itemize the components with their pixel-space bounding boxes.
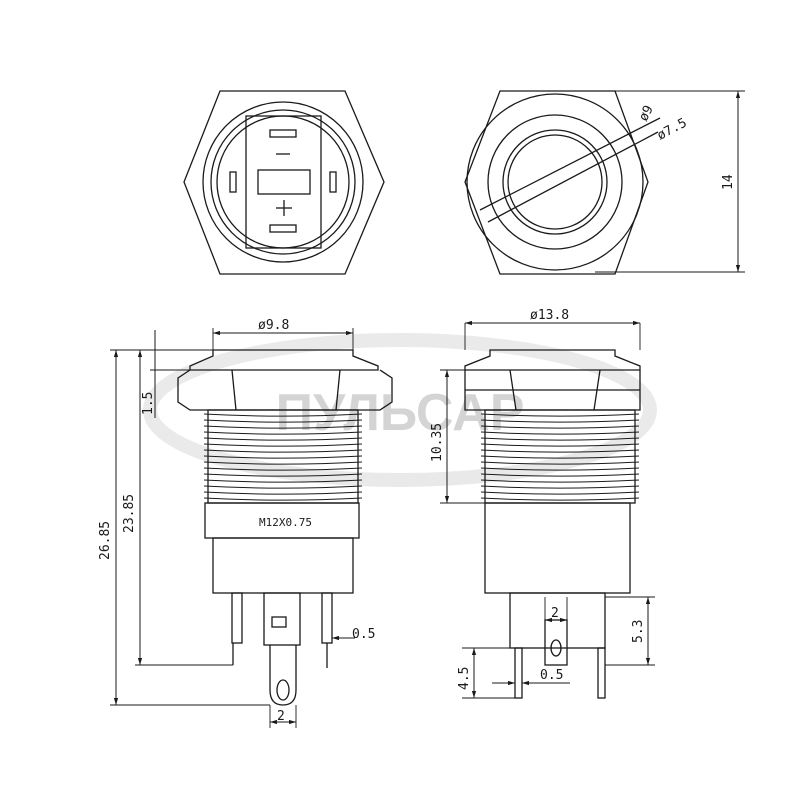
- dim-ring-inner: ø7.5: [655, 116, 690, 144]
- dim-pin-width-left: 2: [277, 709, 285, 724]
- left-terminal-left: [231, 592, 243, 644]
- rear-pin-bottom: [269, 224, 297, 233]
- thread-pitch-mark: [480, 485, 640, 489]
- front-cap-ring: [487, 114, 623, 250]
- thread-pitch-mark: [203, 419, 363, 423]
- dim-pin-width-right: 2: [551, 606, 559, 621]
- thread-pitch-mark: [203, 443, 363, 447]
- left-housing: [212, 537, 354, 594]
- rear-pin-top: [269, 129, 297, 138]
- dim-pin-thickness: 0.5: [352, 627, 375, 642]
- thread-pitch-mark: [480, 497, 640, 501]
- thread-pitch-mark: [480, 473, 640, 477]
- thread-pitch-mark: [480, 461, 640, 465]
- rear-body-ring: [216, 115, 350, 249]
- front-view: [464, 90, 745, 275]
- dim-cap-dia-right: ø13.8: [530, 308, 569, 323]
- right-thread-pitch-marks: [480, 413, 640, 501]
- front-hex-nut: [464, 90, 649, 275]
- thread-pitch-mark: [203, 425, 363, 429]
- left-thread-pitch-marks: [203, 413, 363, 501]
- front-button-ring: [502, 129, 608, 235]
- thread-pitch-mark: [480, 443, 640, 447]
- thread-pitch-mark: [480, 437, 640, 441]
- thread-pitch-mark: [480, 491, 640, 495]
- thread-pitch-mark: [203, 467, 363, 471]
- thread-pitch-mark: [480, 419, 640, 423]
- rear-view: [183, 90, 385, 275]
- thread-pitch-mark: [203, 491, 363, 495]
- thread-pitch-mark: [480, 431, 640, 435]
- dim-pin-length: 5.3: [631, 620, 646, 643]
- thread-pitch-mark: [203, 431, 363, 435]
- thread-pitch-mark: [203, 437, 363, 441]
- dim-thread-length: 10.35: [430, 423, 445, 462]
- thread-pitch-mark: [480, 455, 640, 459]
- dim-face-height: 14: [721, 174, 736, 190]
- left-terminal-right: [321, 592, 333, 644]
- dim-total-height: 26.85: [98, 521, 113, 560]
- thread-pitch-mark: [203, 497, 363, 501]
- side-view-left: [110, 328, 393, 728]
- thread-pitch-mark: [203, 455, 363, 459]
- thread-pitch-mark: [203, 473, 363, 477]
- rear-outer-ring: [202, 101, 364, 263]
- thread-pitch-mark: [480, 425, 640, 429]
- dim-pin-offset: 4.5: [457, 667, 472, 690]
- dim-nut-height: 1.5: [141, 392, 156, 415]
- dim-ring-outer: ø9: [636, 103, 657, 124]
- right-housing: [484, 502, 631, 594]
- rear-terminal-block: [245, 115, 322, 249]
- thread-pitch-mark: [480, 449, 640, 453]
- dim-pin-thickness-right: 0.5: [540, 668, 563, 683]
- rear-pin-right: [329, 171, 337, 193]
- thread-label: M12X0.75: [259, 516, 312, 529]
- rear-hex-nut: [183, 90, 385, 275]
- thread-pitch-mark: [203, 449, 363, 453]
- left-center-pin: [263, 592, 301, 646]
- thread-pitch-mark: [480, 479, 640, 483]
- front-outer-ring: [466, 93, 644, 271]
- right-pin-left: [514, 647, 523, 699]
- thread-pitch-mark: [203, 461, 363, 465]
- thread-pitch-mark: [480, 413, 640, 417]
- dim-cap-dia-left: ø9.8: [258, 318, 289, 333]
- right-pin-right: [597, 647, 606, 699]
- right-center-pin: [544, 619, 568, 666]
- thread-pitch-mark: [203, 485, 363, 489]
- right-terminal-block: [509, 592, 606, 649]
- left-cap: [189, 349, 379, 371]
- rear-pin-left: [229, 171, 237, 193]
- dim-body-height: 23.85: [122, 494, 137, 533]
- left-pin-tip: [269, 645, 297, 706]
- thread-pitch-mark: [203, 413, 363, 417]
- rear-led-window: [257, 169, 311, 195]
- thread-pitch-mark: [203, 479, 363, 483]
- side-view-right: [440, 320, 655, 699]
- thread-pitch-mark: [480, 467, 640, 471]
- rear-inner-ring: [210, 109, 356, 255]
